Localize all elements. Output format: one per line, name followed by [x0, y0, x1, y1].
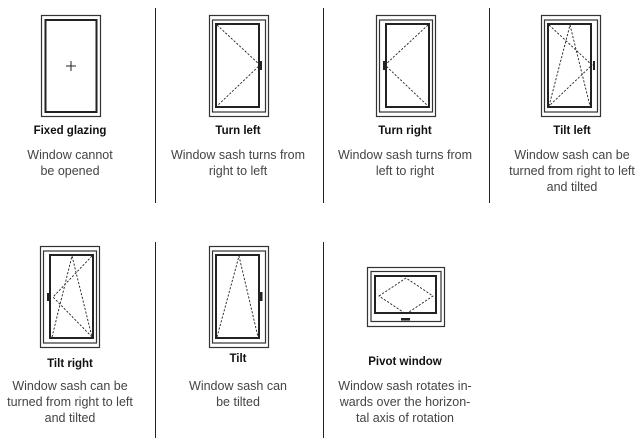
item-description: Window sash turns from left to right [337, 148, 473, 178]
window-type-turn-right: Turn right Window sash turns from left t… [325, 0, 485, 210]
divider [489, 8, 490, 203]
window-type-pivot-window: Pivot window Window sash rotates in- war… [325, 232, 485, 442]
item-description: Window sash can be turned from right to … [7, 379, 133, 425]
item-title: Tilt [229, 353, 247, 365]
divider [155, 242, 156, 438]
turn-left-window-icon [208, 14, 270, 118]
tilt-window-icon [208, 245, 270, 349]
item-description: Window sash turns from right to left [170, 148, 306, 178]
item-title: Tilt left [553, 125, 591, 137]
window-type-tilt-right: Tilt right Window sash can be turned fro… [0, 232, 150, 442]
item-description: Window sash rotates in- wards over the h… [338, 379, 472, 425]
tilt-right-window-icon [39, 245, 101, 349]
window-type-turn-left: Turn left Window sash turns from right t… [158, 0, 318, 210]
item-title: Tilt right [47, 358, 93, 370]
item-description: Window sash can be tilted [189, 379, 287, 409]
divider [323, 8, 324, 203]
divider [323, 242, 324, 438]
item-title: Fixed glazing [33, 125, 107, 137]
tilt-left-window-icon [540, 14, 602, 118]
turn-right-window-icon [375, 14, 437, 118]
pivot-window-icon [366, 266, 446, 328]
window-type-fixed-glazing: Fixed glazing Window cannot be opened [0, 0, 150, 210]
item-title: Pivot window [368, 356, 442, 368]
item-title: Turn right [378, 125, 432, 137]
window-type-tilt: Tilt Window sash can be tilted [158, 232, 318, 442]
fixed-window-icon [40, 14, 102, 118]
item-description: Window cannot be opened [27, 148, 113, 178]
window-type-tilt-left: Tilt left Window sash can be turned from… [492, 0, 641, 210]
item-description: Window sash can be turned from right to … [509, 148, 635, 194]
divider [155, 8, 156, 203]
item-title: Turn left [215, 125, 261, 137]
